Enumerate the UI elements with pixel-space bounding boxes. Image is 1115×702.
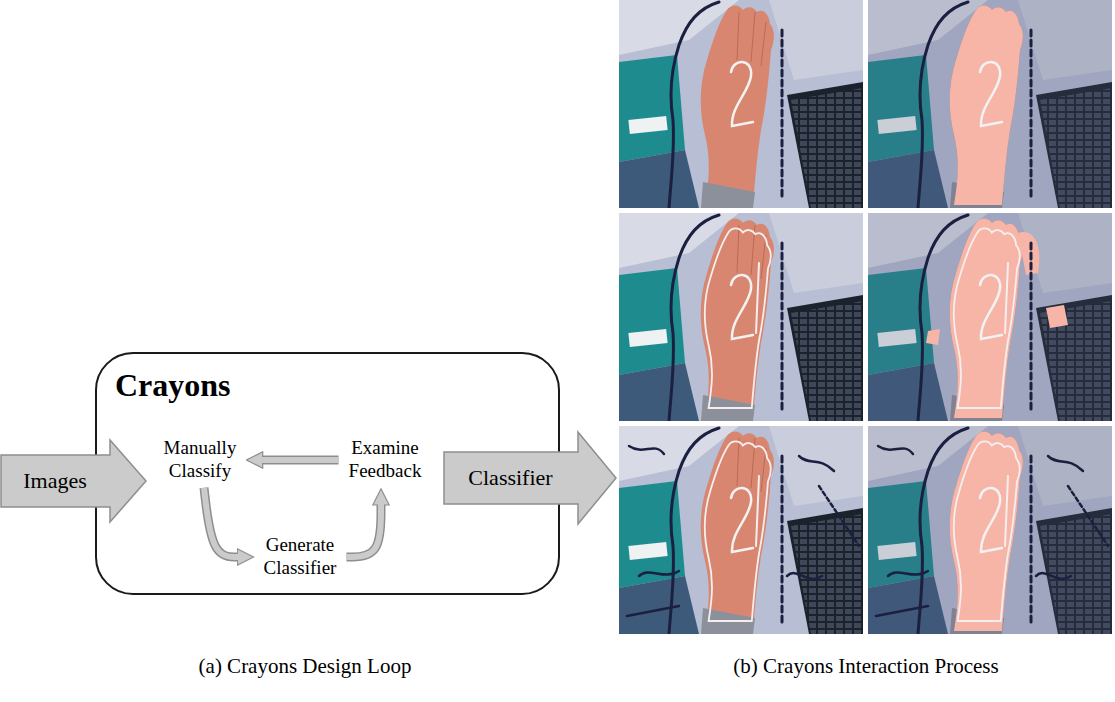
node-text: Manually Classify [160,437,241,483]
spill [926,232,1068,345]
node-text: Classifier [468,467,552,489]
node-text: Generate Classifier [260,534,341,580]
step-text: Generate Classifier [260,534,341,580]
loop-arrow [347,504,382,557]
output-arrow: Classifier [443,430,618,526]
arrow-outline [347,504,382,557]
node-text: Examine Feedback [345,437,426,483]
photo-tile [868,426,1112,634]
loop-arrow [204,488,239,557]
step-text: Examine Feedback [345,437,426,483]
arrow-outline [444,432,616,524]
subfigure-caption: (a) Crayons Design Loop [199,654,412,679]
caption-box: (b) Crayons Interaction Process [733,654,998,679]
subfigure-caption: (b) Crayons Interaction Process [733,654,998,679]
loop-arrow [262,460,339,461]
photo-tile [619,213,863,421]
arrow-outline [204,488,239,557]
loop-title: Crayons [115,368,231,403]
step-text: Manually Classify [160,437,241,483]
arrow-fill [262,457,339,463]
photo-tile [868,213,1112,421]
input-arrow: Images [0,438,148,524]
photo-tile [868,0,1112,208]
arrow-fill [204,488,239,557]
photo-tile [619,0,863,208]
node-text: Images [23,470,87,492]
photo-tile [619,426,863,634]
caption-box: (a) Crayons Design Loop [199,654,412,679]
arrow-outline [262,456,339,465]
arrow-fill [347,504,382,557]
arrow-outline [1,440,146,522]
